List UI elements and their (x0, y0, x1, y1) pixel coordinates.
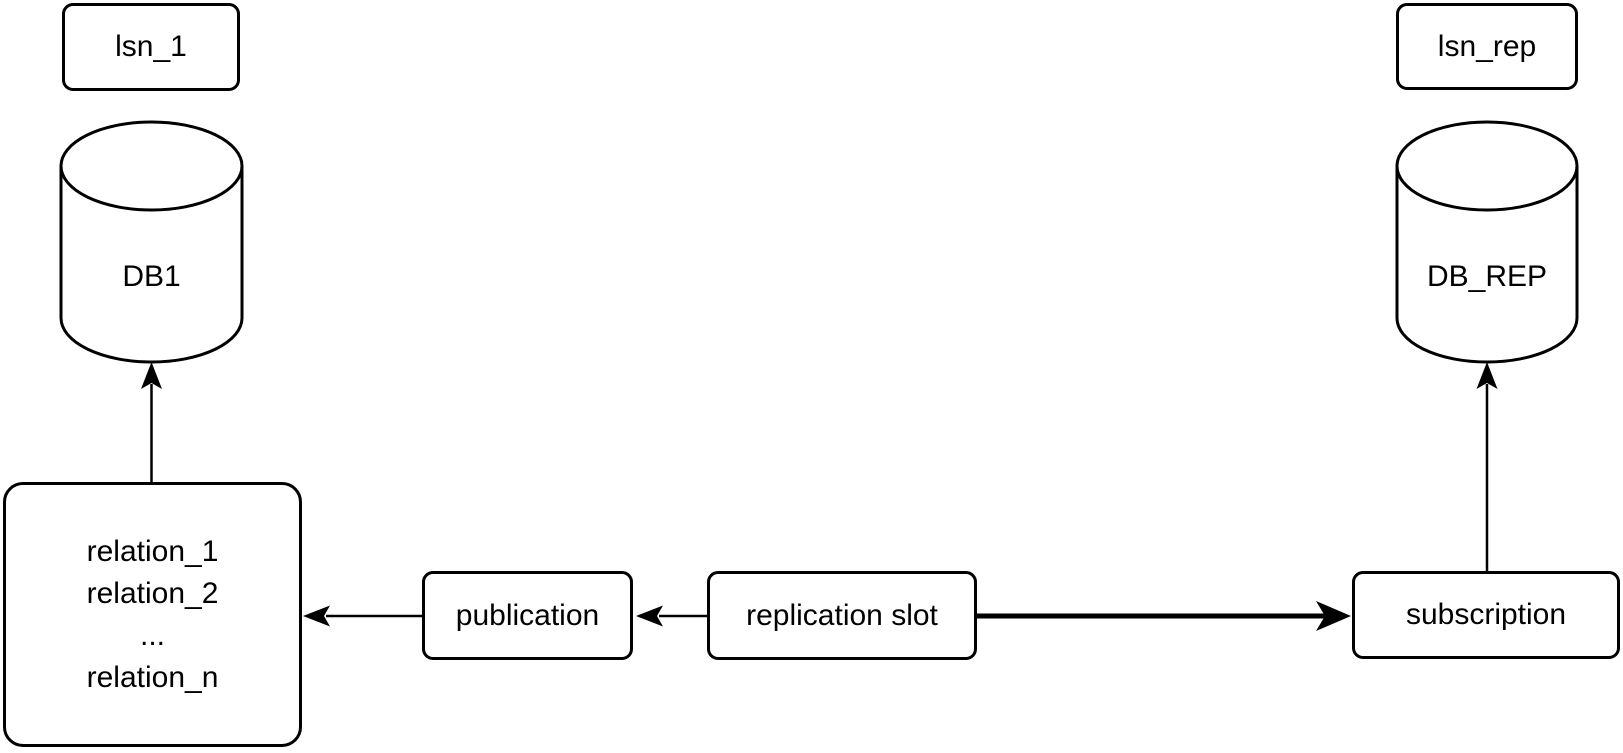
db-source-label: DB1 (61, 255, 242, 299)
subscription-label: subscription (1405, 598, 1567, 631)
relation-line: relation_1 (86, 534, 219, 568)
db-source-label-text: DB1 (122, 260, 181, 293)
node-subscription: subscription (1352, 571, 1620, 659)
db-replica-label: DB_REP (1397, 255, 1577, 299)
node-publication: publication (422, 571, 633, 660)
node-lsn-replica: lsn_rep (1396, 3, 1578, 90)
edge-replication-slot-to-publication (636, 605, 707, 627)
relation-line-ellipsis: ... (139, 618, 165, 652)
node-relations: relation_1 relation_2 ... relation_n (3, 482, 302, 747)
edge-relations-to-db-source (141, 362, 162, 482)
edge-replication-slot-to-subscription (977, 601, 1351, 631)
db-replica-label-text: DB_REP (1426, 260, 1548, 293)
relation-line: relation_2 (86, 576, 219, 610)
lsn-source-label: lsn_1 (115, 30, 187, 63)
relation-line: relation_n (86, 660, 219, 694)
replication-slot-label: replication slot (746, 598, 938, 632)
node-replication-slot: replication slot (707, 571, 977, 660)
db-source-cylinder (59, 120, 244, 364)
lsn-replica-label: lsn_rep (1437, 29, 1537, 63)
edge-publication-to-relations (303, 605, 422, 627)
publication-label: publication (455, 598, 600, 632)
edge-subscription-to-db-replica (1476, 362, 1498, 571)
node-lsn-source: lsn_1 (62, 3, 240, 91)
db-replica-cylinder (1395, 120, 1579, 364)
